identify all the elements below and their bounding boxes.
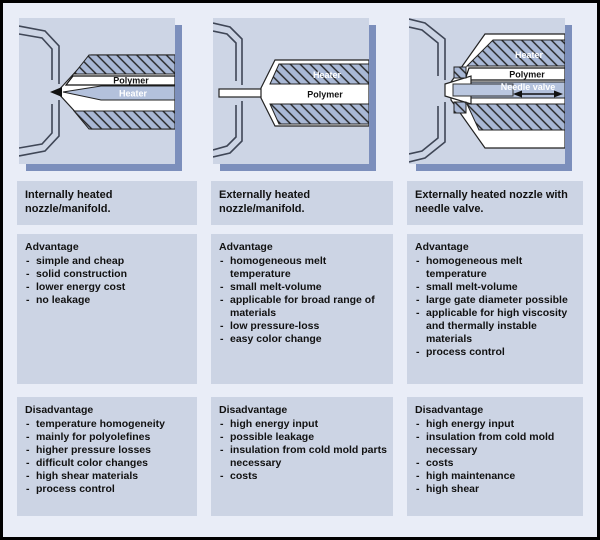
- list-item: homogeneous melt temperature: [219, 255, 389, 281]
- advantage-box: Advantage homogeneous melt temperaturesm…: [407, 234, 583, 384]
- list-item: costs: [219, 470, 389, 483]
- list-item: insulation from cold mold necessary: [415, 431, 579, 457]
- list-item: costs: [415, 457, 579, 470]
- list-item: applicable for high viscosity and therma…: [415, 307, 579, 346]
- disadvantage-list: temperature homogeneitymainly for polyol…: [25, 418, 193, 496]
- disadvantage-list: high energy inputpossible leakageinsulat…: [219, 418, 389, 483]
- heater-hatch-bottom: [72, 110, 176, 130]
- list-item: high shear: [415, 483, 579, 496]
- list-item: higher pressure losses: [25, 444, 193, 457]
- list-item: small melt-volume: [415, 281, 579, 294]
- advantage-box: Advantage homogeneous melt temperaturesm…: [211, 234, 393, 384]
- list-item: simple and cheap: [25, 255, 193, 268]
- seal-bottom: [453, 101, 467, 114]
- list-item: possible leakage: [219, 431, 389, 444]
- externally-heated-nozzle-drawing: Heater Polymer: [212, 22, 370, 158]
- disadvantage-heading: Disadvantage: [219, 404, 288, 416]
- heater-label: Heater: [515, 50, 544, 60]
- list-item: large gate diameter possible: [415, 294, 579, 307]
- list-item: homogeneous melt temperature: [415, 255, 579, 281]
- gate-channel: [218, 88, 266, 98]
- list-item: high energy input: [415, 418, 579, 431]
- description-text: Externally heated nozzle/manifold.: [219, 189, 311, 215]
- description-box: Externally heated nozzle/manifold.: [211, 181, 393, 225]
- description-box: Internally heated nozzle/manifold.: [17, 181, 197, 225]
- disadvantage-box: Disadvantage high energy inputinsulation…: [407, 397, 583, 516]
- diagram-panel: Polymer Heater: [18, 18, 176, 164]
- list-item: process control: [415, 346, 579, 359]
- column-internally-heated: Polymer Heater Internally heated nozzle/…: [17, 18, 197, 516]
- list-item: temperature homogeneity: [25, 418, 193, 431]
- list-item: easy color change: [219, 333, 389, 346]
- advantage-heading: Advantage: [219, 241, 273, 253]
- list-item: small melt-volume: [219, 281, 389, 294]
- description-text: Externally heated nozzle with needle val…: [415, 189, 568, 215]
- advantage-list: homogeneous melt temperaturesmall melt-v…: [219, 255, 389, 346]
- diagram-internally-heated-nozzle: Polymer Heater: [17, 18, 197, 172]
- disadvantage-box: Disadvantage temperature homogeneitymain…: [17, 397, 197, 516]
- list-item: lower energy cost: [25, 281, 193, 294]
- advantage-list: simple and cheapsolid constructionlower …: [25, 255, 193, 307]
- mold-outline: [408, 18, 446, 163]
- list-item: high energy input: [219, 418, 389, 431]
- gate-arrow-icon: [50, 87, 62, 97]
- disadvantage-box: Disadvantage high energy inputpossible l…: [211, 397, 393, 516]
- heater-label: Heater: [119, 89, 148, 99]
- description-box: Externally heated nozzle with needle val…: [407, 181, 583, 225]
- list-item: high shear materials: [25, 470, 193, 483]
- heater-label: Heater: [313, 70, 342, 80]
- list-item: process control: [25, 483, 193, 496]
- list-item: insulation from cold mold parts necessar…: [219, 444, 389, 470]
- advantage-heading: Advantage: [25, 241, 79, 253]
- needle-valve-nozzle-drawing: Heater Polymer Needle valve: [408, 18, 566, 163]
- internally-heated-nozzle-drawing: Polymer Heater: [18, 25, 176, 157]
- diagram-needle-valve-nozzle: Heater Polymer Needle valve: [407, 18, 583, 172]
- needle-valve-label: Needle valve: [501, 82, 556, 92]
- list-item: low pressure-loss: [219, 320, 389, 333]
- heater-hatch-bottom: [269, 103, 370, 125]
- column-needle-valve: Heater Polymer Needle valve Externally h…: [407, 18, 583, 516]
- polymer-label: Polymer: [307, 90, 343, 100]
- list-item: mainly for polyolefines: [25, 431, 193, 444]
- polymer-label: Polymer: [113, 76, 149, 86]
- advantage-box: Advantage simple and cheapsolid construc…: [17, 234, 197, 384]
- list-item: difficult color changes: [25, 457, 193, 470]
- advantage-list: homogeneous melt temperaturesmall melt-v…: [415, 255, 579, 359]
- diagram-externally-heated-nozzle: Heater Polymer: [211, 18, 393, 172]
- needle-rod: [452, 83, 514, 97]
- mold-outline: [18, 25, 60, 157]
- list-item: high maintenance: [415, 470, 579, 483]
- diagram-panel: Heater Polymer Needle valve: [408, 18, 566, 164]
- mold-outline: [212, 22, 243, 158]
- list-item: no leakage: [25, 294, 193, 307]
- advantage-heading: Advantage: [415, 241, 469, 253]
- list-item: solid construction: [25, 268, 193, 281]
- heater-hatch-bottom: [466, 103, 566, 131]
- list-item: applicable for broad range of materials: [219, 294, 389, 320]
- disadvantage-heading: Disadvantage: [415, 404, 484, 416]
- description-text: Internally heated nozzle/manifold.: [25, 189, 113, 215]
- column-externally-heated: Heater Polymer Externally heated nozzle/…: [211, 18, 393, 516]
- seal-top: [453, 66, 467, 79]
- needle-travel-arrow-icon: [513, 90, 563, 98]
- disadvantage-heading: Disadvantage: [25, 404, 94, 416]
- polymer-label: Polymer: [509, 70, 545, 80]
- heater-hatch-top: [72, 54, 176, 75]
- diagram-panel: Heater Polymer: [212, 18, 370, 164]
- disadvantage-list: high energy inputinsulation from cold mo…: [415, 418, 579, 496]
